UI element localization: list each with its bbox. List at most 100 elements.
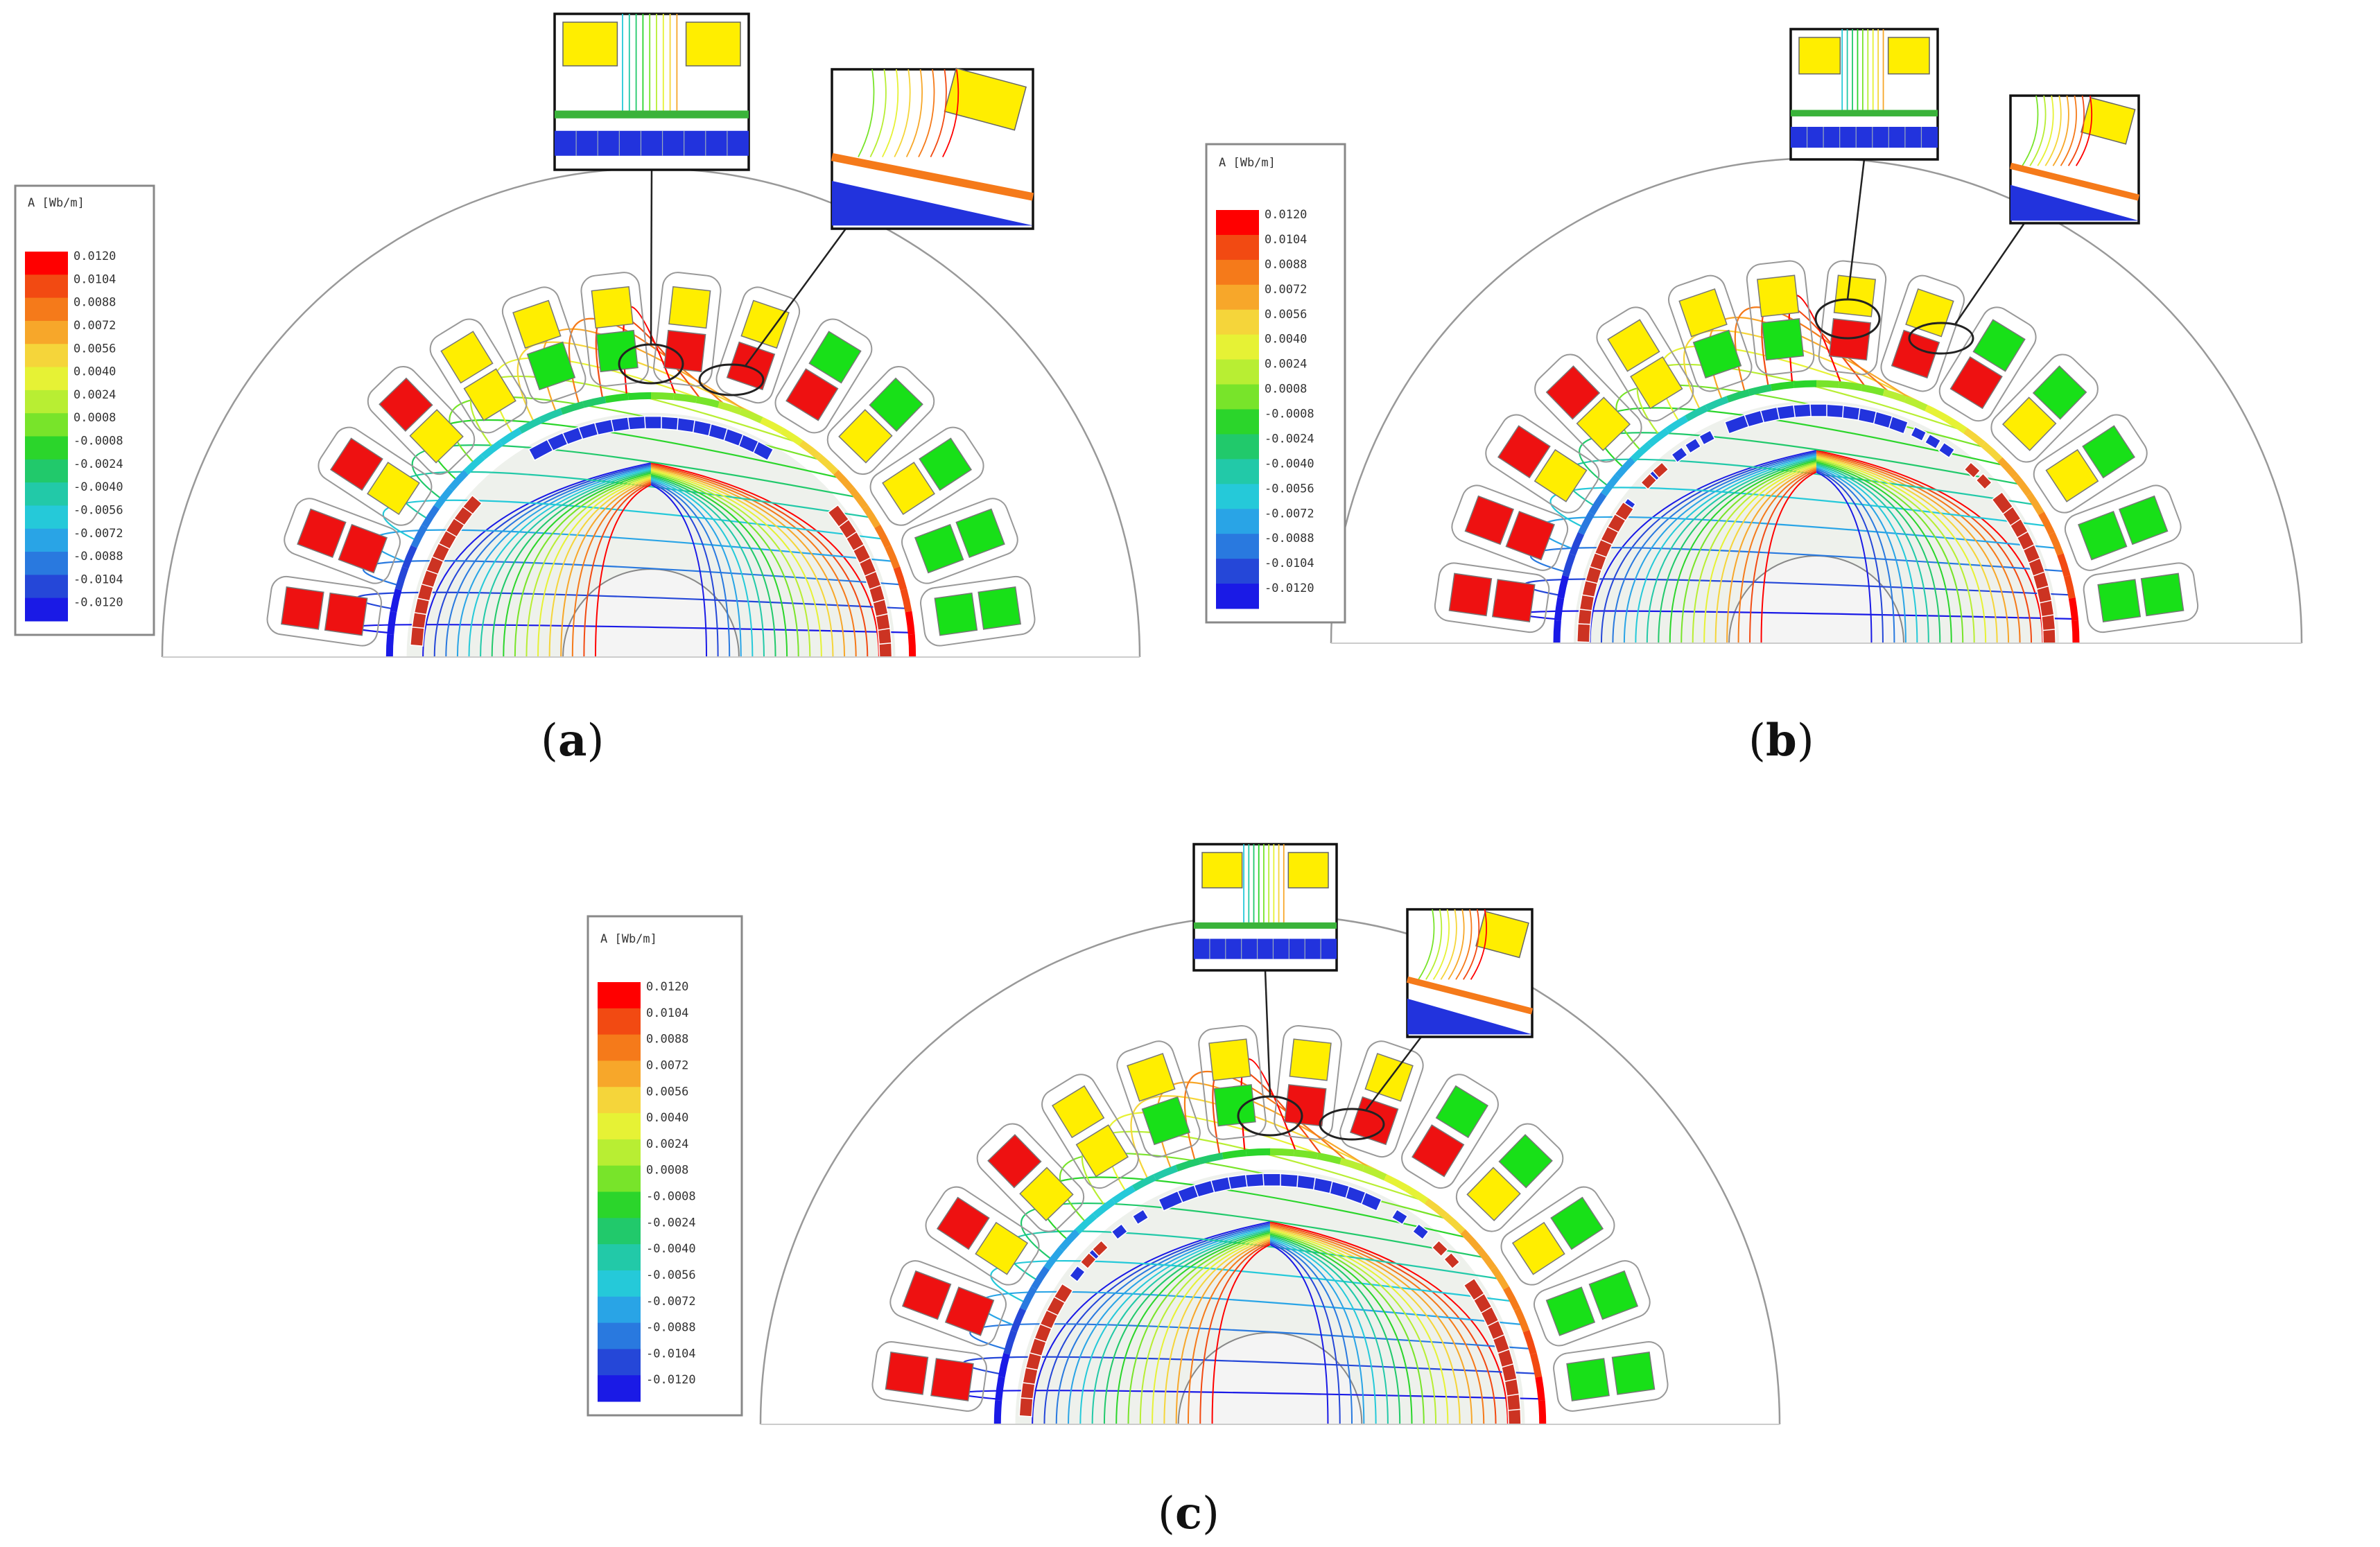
stator-slots	[1434, 260, 2199, 633]
flux-line	[858, 69, 875, 157]
coil	[1828, 318, 1872, 361]
magnet	[555, 130, 749, 156]
zoom-inset	[553, 12, 750, 171]
air-gap-segment	[673, 393, 697, 403]
air-gap-segment	[1705, 396, 1729, 412]
air-gap-segment	[893, 566, 907, 591]
legend-swatch	[25, 597, 68, 622]
coil	[914, 523, 964, 574]
rotor-flux-line	[1612, 453, 1817, 644]
rotor-flux-line	[1816, 464, 1929, 644]
coil	[2081, 96, 2136, 145]
air-gap-segment	[1771, 381, 1794, 392]
legend-swatch	[25, 505, 68, 530]
air-gap-segment	[1882, 389, 1906, 403]
motor-cross-section-c	[759, 843, 1781, 1426]
slot-outline	[1339, 1040, 1424, 1158]
magnet	[832, 181, 1033, 226]
coil	[1075, 1124, 1129, 1178]
legend-value: 0.0088	[73, 296, 116, 310]
legend-swatch	[598, 1191, 641, 1218]
coil	[2082, 425, 2136, 479]
coil	[1498, 1134, 1553, 1189]
leader-line	[1954, 222, 2026, 325]
magnet	[2010, 184, 2139, 221]
air-gap-segment	[849, 487, 869, 509]
zoom-marker	[1908, 322, 1974, 355]
slot-outline	[1818, 260, 1887, 376]
air-gap-segment	[1588, 492, 1607, 516]
legend-value: -0.0024	[1265, 432, 1314, 446]
caption-c: (c)	[1158, 1487, 1219, 1539]
rotor-flux-line	[1269, 1236, 1389, 1425]
coil	[562, 21, 618, 67]
magnet	[827, 504, 850, 528]
coil	[526, 341, 576, 391]
legend-value: -0.0072	[1265, 507, 1314, 521]
rotor-flux-line	[433, 464, 652, 658]
air-gap-segment	[1424, 1198, 1448, 1218]
air-gap-segment	[2057, 553, 2071, 577]
legend-value: 0.0024	[1265, 358, 1307, 372]
air-gap-segment	[1904, 396, 1928, 412]
coil	[512, 299, 562, 349]
coil	[1891, 329, 1940, 379]
coil	[324, 592, 368, 636]
air-gap-segment	[1010, 1307, 1027, 1333]
air-gap-segment	[1003, 1329, 1018, 1355]
legend-swatch	[598, 1008, 641, 1035]
rotor-flux-line	[1816, 468, 1895, 644]
magnet	[1194, 938, 1337, 959]
coil	[1756, 274, 1800, 317]
slot-outline	[1746, 260, 1815, 376]
legend-value: -0.0040	[646, 1242, 696, 1256]
slot-outline	[367, 366, 476, 475]
coil	[1127, 1053, 1176, 1102]
legend-value: 0.0072	[646, 1058, 688, 1072]
rotor-flux-line	[1115, 1232, 1271, 1425]
slot-outline	[501, 286, 587, 404]
legend-value: -0.0120	[646, 1373, 696, 1387]
slot-outline	[1990, 353, 2099, 463]
coil	[1364, 1053, 1414, 1102]
rotor-flux-line	[491, 471, 652, 658]
rotor-flux-line	[1600, 451, 1817, 644]
coil	[978, 586, 1022, 630]
legend-swatch	[1216, 359, 1259, 385]
rotor-flux-line	[650, 462, 880, 658]
coil	[596, 329, 639, 373]
legend-swatch	[1216, 309, 1259, 335]
flux-line	[2044, 95, 2062, 166]
flux-line	[918, 69, 935, 157]
rotor-flux-line	[1127, 1233, 1271, 1425]
coil	[1491, 579, 1536, 622]
legend-swatch	[598, 1244, 641, 1271]
rotor-flux-line	[1199, 1242, 1271, 1425]
air-gap-segment	[1562, 553, 1576, 577]
legend-swatch	[598, 1349, 641, 1376]
rotor-flux-line	[1816, 457, 1987, 644]
legend-value: 0.0056	[1265, 308, 1307, 322]
rotor-flux-line	[1816, 471, 1873, 644]
flux-line	[2029, 95, 2047, 166]
magnet	[1463, 1277, 1485, 1302]
flux-line	[2060, 95, 2077, 166]
coil	[280, 586, 324, 630]
coil	[944, 67, 1027, 131]
legend-value: 0.0024	[646, 1137, 688, 1151]
legend-swatch	[25, 344, 68, 368]
coil	[919, 437, 973, 491]
air-gap-segment	[1111, 1185, 1136, 1204]
rotor-flux-line	[1816, 461, 1952, 644]
air-gap-segment	[394, 566, 409, 591]
legend-b: A [Wb/m] 0.01200.01040.00880.00720.00560…	[1205, 143, 1346, 624]
rotor-flux-line	[445, 465, 652, 658]
slot-outline	[2083, 562, 2199, 633]
coil	[1201, 852, 1243, 889]
coil	[1435, 1085, 1488, 1139]
coil	[1464, 495, 1515, 545]
rotor-flux-line	[1816, 453, 2021, 644]
coil	[463, 368, 516, 421]
rotor-flux-line	[1816, 450, 2044, 644]
coil	[1208, 1038, 1251, 1081]
